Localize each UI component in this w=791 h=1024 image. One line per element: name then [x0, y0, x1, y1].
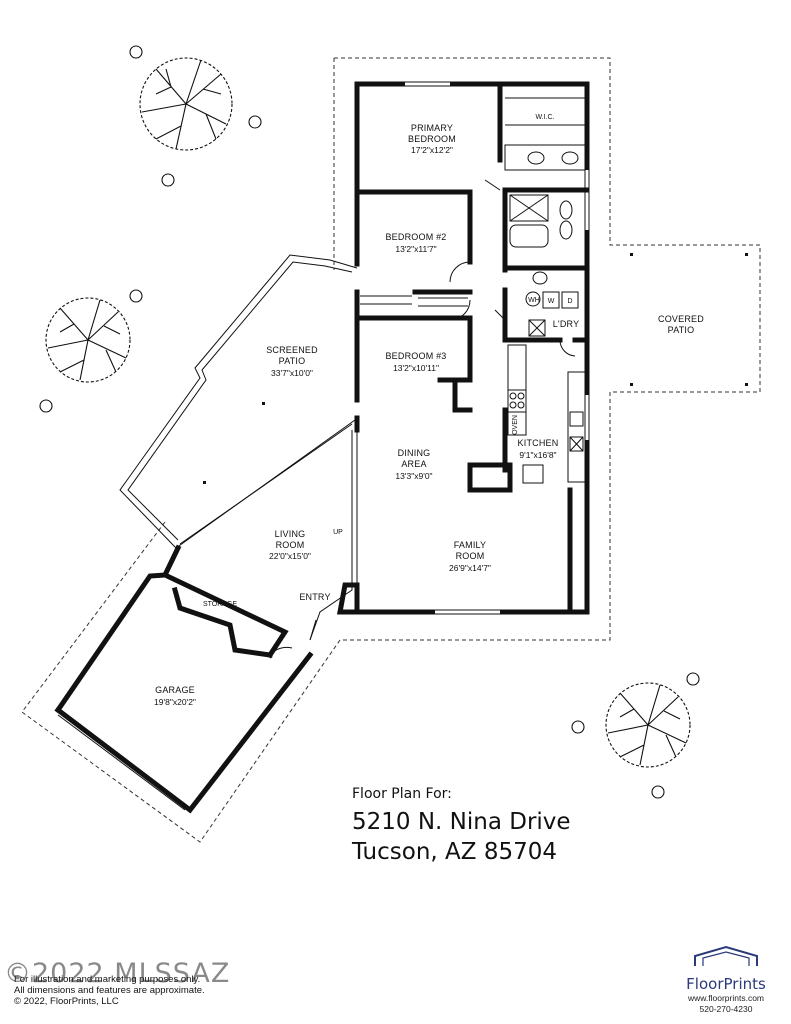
garage-walls [54, 430, 360, 814]
screened-patio-label: SCREENED [266, 345, 318, 355]
dining-label: DINING [398, 448, 431, 458]
room-labels: PRIMARY BEDROOM 17'2"x12'2" W.I.C. BEDRO… [154, 114, 704, 707]
kitchen-label: KITCHEN [518, 438, 559, 448]
tree-icon-2 [45, 297, 131, 383]
storage-label: STORAGE [203, 601, 237, 608]
screened-patio-dims: 33'7"x10'0" [271, 368, 313, 378]
covered-patio-label: COVERED [658, 314, 704, 324]
address-city: Tucson, AZ 85704 [352, 839, 558, 865]
living-label: LIVING [275, 529, 306, 539]
dryer-label: D [567, 298, 572, 305]
property-outline [21, 57, 761, 843]
tree-icon-3 [605, 682, 691, 768]
washer-label: W [548, 298, 555, 305]
disclaimer-line-2: All dimensions and features are approxim… [14, 985, 205, 996]
primary-bedroom-dims: 17'2"x12'2" [411, 145, 453, 155]
bathroom-fixtures [504, 144, 586, 285]
kitchen-dims: 9'1"x16'8" [519, 450, 556, 460]
dining-dims: 13'3"x9'0" [395, 471, 432, 481]
laundry-label: L'DRY [553, 319, 580, 329]
family-label-2: ROOM [456, 551, 485, 561]
disclaimer-line-1: For illustration and marketing purposes … [14, 974, 201, 985]
bedroom3-dims: 13'2"x10'11" [393, 363, 439, 373]
tree-icon-1 [139, 57, 233, 151]
wic-label: W.I.C. [535, 114, 554, 121]
bedroom2-label: BEDROOM #2 [385, 232, 446, 242]
dryer-icon [561, 291, 579, 309]
primary-bedroom-label-2: BEDROOM [408, 134, 456, 144]
entry-label: ENTRY [299, 592, 330, 602]
washer-icon [542, 291, 560, 309]
garage-dims: 19'8"x20'2" [154, 697, 196, 707]
address-block: Floor Plan For: 5210 N. Nina Drive Tucso… [352, 786, 571, 866]
covered-patio-label-2: PATIO [668, 325, 695, 335]
dining-label-2: AREA [401, 459, 426, 469]
shrub-icons [39, 45, 700, 799]
disclaimer: For illustration and marketing purposes … [14, 974, 205, 1007]
disclaimer-line-3: © 2022, FloorPrints, LLC [14, 996, 119, 1007]
primary-bedroom-label: PRIMARY [411, 123, 453, 133]
garage-label: GARAGE [155, 685, 195, 695]
up-label: UP [333, 529, 343, 536]
house-logo-icon [694, 945, 758, 966]
address-heading: Floor Plan For: [352, 786, 452, 802]
mls-watermark: ©2022 MLSSAZ [4, 958, 231, 989]
bedroom3-label: BEDROOM #3 [385, 351, 446, 361]
oven-label: OVEN [512, 415, 519, 435]
water-heater-label: WH [528, 297, 540, 304]
house-walls [354, 81, 590, 615]
screened-patio-label-2: PATIO [279, 356, 306, 366]
brand-block: FloorPrints www.floorprints.com 520-270-… [676, 944, 776, 1015]
family-dims: 26'9"x14'7" [449, 563, 491, 573]
living-label-2: ROOM [276, 540, 305, 550]
family-label: FAMILY [454, 540, 487, 550]
covered-patio-outline [630, 253, 748, 386]
stove-icon [507, 389, 527, 413]
address-street: 5210 N. Nina Drive [352, 809, 571, 835]
kitchen-sink-icon [569, 411, 584, 427]
screened-patio-outline [119, 254, 358, 549]
bedroom2-dims: 13'2"x11'7" [395, 244, 436, 254]
laundry-kitchen-fixtures [507, 291, 586, 484]
living-dims: 22'0"x15'0" [269, 551, 311, 561]
brand-name: FloorPrints [686, 975, 766, 993]
brand-phone: 520-270-4230 [699, 1004, 753, 1014]
brand-website[interactable]: www.floorprints.com [687, 993, 765, 1003]
water-heater-icon [525, 291, 541, 307]
